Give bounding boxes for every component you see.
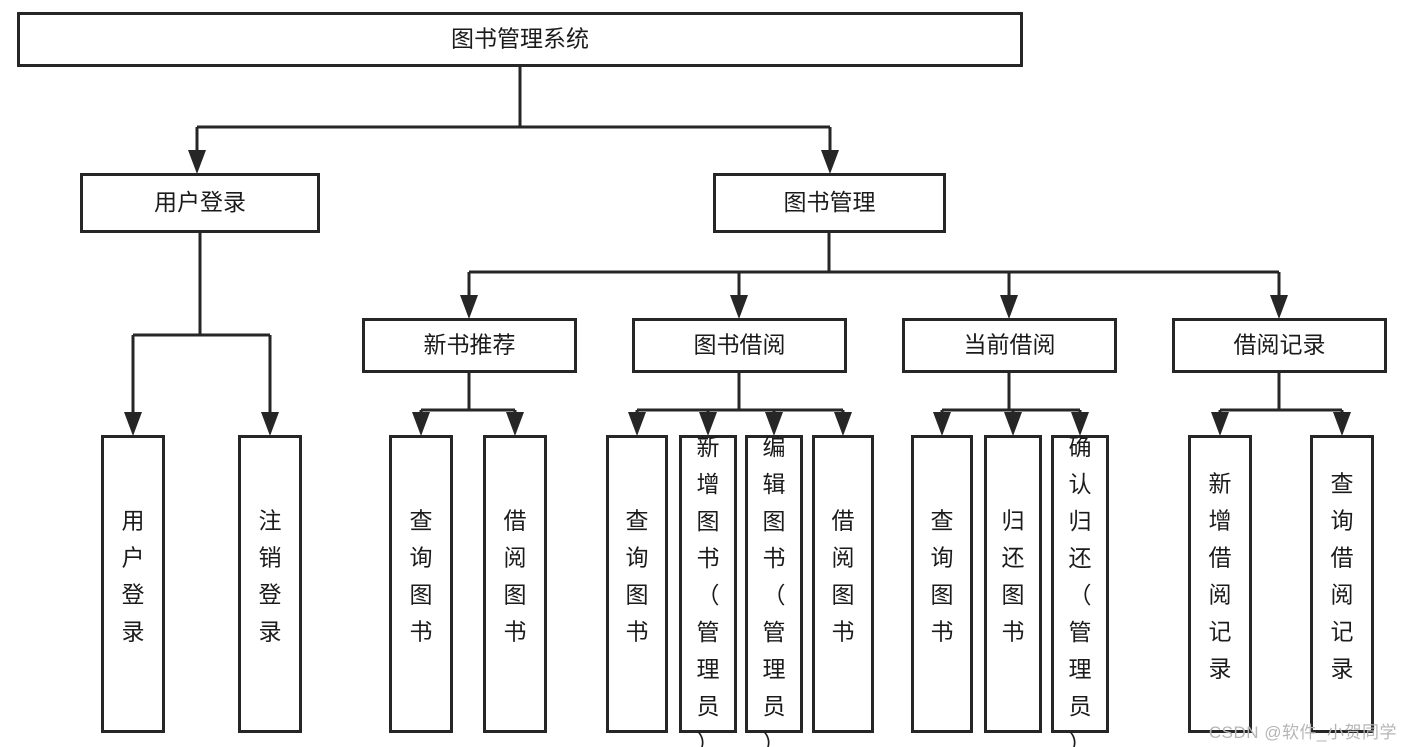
node-box — [902, 318, 1117, 373]
node-label: 注销登录 — [259, 508, 282, 645]
node-box — [362, 318, 577, 373]
node-box — [1310, 435, 1374, 733]
node-leaf6[interactable]: 新增图书（管理员） — [679, 434, 737, 747]
node-label: 图书管理系统 — [451, 26, 589, 52]
arrow-head-icon — [188, 150, 206, 174]
connector-branch-newbook — [412, 373, 524, 436]
node-borrow[interactable]: 图书借阅 — [632, 318, 847, 373]
node-leaf9[interactable]: 查询图书 — [911, 435, 973, 733]
arrow-head-icon — [1211, 412, 1229, 436]
node-box — [1172, 318, 1387, 373]
node-newbook[interactable]: 新书推荐 — [362, 318, 577, 373]
node-box — [1188, 435, 1252, 733]
node-label: 借阅图书 — [504, 508, 527, 645]
node-records[interactable]: 借阅记录 — [1172, 318, 1387, 373]
node-leaf3[interactable]: 查询图书 — [389, 435, 453, 733]
arrow-head-icon — [1004, 412, 1022, 436]
connector-branch-current — [933, 373, 1089, 436]
node-box — [17, 12, 1023, 67]
node-box — [483, 435, 547, 733]
node-login[interactable]: 用户登录 — [80, 173, 320, 233]
node-leaf11[interactable]: 确认归还（管理员） — [1051, 434, 1109, 747]
arrow-head-icon — [765, 412, 783, 436]
node-label: 编辑图书（管理员） — [763, 434, 786, 747]
node-leaf12[interactable]: 新增借阅记录 — [1188, 435, 1252, 733]
arrow-head-icon — [1333, 412, 1351, 436]
arrow-head-icon — [124, 412, 142, 436]
node-box — [80, 173, 320, 233]
arrow-head-icon — [821, 150, 839, 174]
node-label: 用户登录 — [154, 189, 246, 215]
arrow-head-icon — [834, 412, 852, 436]
connector-branch-root — [188, 67, 839, 174]
node-leaf1[interactable]: 用户登录 — [101, 435, 165, 733]
node-leaf5[interactable]: 查询图书 — [606, 435, 668, 733]
node-box — [606, 435, 668, 733]
node-box — [745, 435, 803, 733]
node-leaf2[interactable]: 注销登录 — [238, 435, 302, 733]
node-label: 查询图书 — [931, 508, 954, 645]
node-label: 新增图书（管理员） — [697, 434, 720, 747]
connector-branch-borrow — [628, 373, 852, 436]
arrow-head-icon — [460, 295, 478, 319]
node-box — [389, 435, 453, 733]
arrow-head-icon — [412, 412, 430, 436]
node-bookmgmt[interactable]: 图书管理 — [713, 173, 946, 233]
node-leaf10[interactable]: 归还图书 — [984, 435, 1042, 733]
arrow-head-icon — [261, 412, 279, 436]
node-box — [1051, 435, 1109, 733]
node-label: 图书借阅 — [694, 332, 786, 358]
csdn-watermark: CSDN @软件_小贺同学 — [1208, 723, 1397, 742]
node-root[interactable]: 图书管理系统 — [17, 12, 1023, 67]
node-current[interactable]: 当前借阅 — [902, 318, 1117, 373]
arrow-head-icon — [1000, 295, 1018, 319]
connectors-layer — [124, 67, 1351, 436]
arrow-head-icon — [730, 295, 748, 319]
node-leaf7[interactable]: 编辑图书（管理员） — [745, 434, 803, 747]
node-box — [632, 318, 847, 373]
node-box — [911, 435, 973, 733]
node-box — [984, 435, 1042, 733]
node-label: 查询图书 — [626, 508, 649, 645]
node-box — [238, 435, 302, 733]
node-leaf8[interactable]: 借阅图书 — [812, 435, 874, 733]
arrow-head-icon — [628, 412, 646, 436]
node-box — [713, 173, 946, 233]
arrow-head-icon — [1270, 295, 1288, 319]
node-label: 新书推荐 — [424, 332, 516, 358]
node-label: 借阅图书 — [832, 508, 855, 645]
connector-branch-bookmgmt — [460, 233, 1288, 319]
node-label: 图书管理 — [784, 189, 876, 215]
node-leaf13[interactable]: 查询借阅记录 — [1310, 435, 1374, 733]
node-leaf4[interactable]: 借阅图书 — [483, 435, 547, 733]
connector-branch-records — [1211, 373, 1351, 436]
connector-branch-login — [124, 233, 279, 436]
node-box — [679, 435, 737, 733]
node-label: 借阅记录 — [1234, 332, 1326, 358]
node-label: 当前借阅 — [964, 332, 1056, 358]
node-label: 确认归还（管理员） — [1069, 434, 1092, 747]
node-label: 新增借阅记录 — [1209, 471, 1232, 682]
arrow-head-icon — [506, 412, 524, 436]
node-label: 查询借阅记录 — [1331, 471, 1354, 682]
arrow-head-icon — [933, 412, 951, 436]
node-label: 查询图书 — [410, 508, 433, 645]
node-label: 归还图书 — [1002, 508, 1025, 645]
arrow-head-icon — [1071, 412, 1089, 436]
node-box — [812, 435, 874, 733]
node-box — [101, 435, 165, 733]
node-label: 用户登录 — [122, 508, 145, 645]
arrow-head-icon — [699, 412, 717, 436]
